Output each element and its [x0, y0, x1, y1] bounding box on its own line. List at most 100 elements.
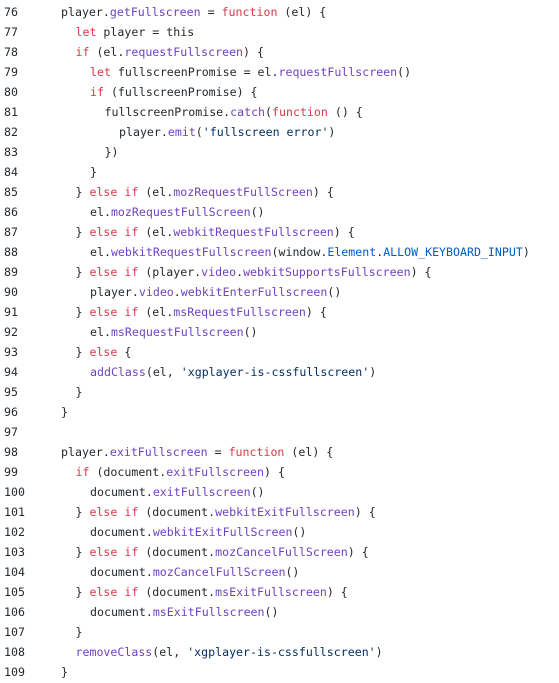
code-content: document.mozCancelFullScreen(): [90, 562, 299, 582]
code-token: 'xgplayer-is-cssfullscreen': [180, 365, 370, 379]
code-line: 97: [0, 422, 559, 442]
code-token: document.: [90, 565, 153, 579]
code-token: (): [264, 605, 279, 619]
line-number: 86: [4, 205, 18, 219]
code-line: 95}: [0, 382, 559, 402]
code-token: emit: [167, 125, 196, 139]
code-token: requestFullscreen: [278, 65, 398, 79]
line-number: 95: [4, 385, 18, 399]
code-token: () {: [327, 105, 363, 119]
code-token: }: [75, 505, 90, 519]
code-token: webkitExitFullScreen: [152, 525, 293, 539]
code-token: else if: [89, 265, 139, 279]
code-line: 100 document.exitFullscreen(): [0, 482, 559, 502]
code-token: (): [250, 205, 265, 219]
code-token: (: [195, 125, 203, 139]
code-token: else: [89, 345, 118, 359]
code-token: document.: [90, 605, 153, 619]
line-number: 108: [4, 645, 25, 659]
code-token: ) {: [347, 545, 369, 559]
code-token: }: [75, 545, 90, 559]
code-content: }: [90, 162, 97, 182]
code-token: }: [61, 665, 68, 679]
code-line: 91 } else if (el.msRequestFullscreen) {: [0, 302, 559, 322]
code-token: (window.: [271, 245, 328, 259]
code-token: player.: [61, 5, 110, 19]
code-token: function: [272, 105, 328, 119]
code-token: document.: [90, 525, 153, 539]
code-content: player.video.webkitEnterFullscreen(): [90, 282, 341, 302]
code-token: else if: [89, 585, 139, 599]
code-token: ): [522, 245, 530, 259]
code-content: } else if (el.mozRequestFullScreen) {: [76, 182, 334, 202]
code-content: let player = this: [76, 22, 195, 42]
code-content: } else if (el.webkitRequestFullscreen) {: [76, 222, 355, 242]
code-line: 83}): [0, 142, 559, 162]
code-token: .: [236, 265, 244, 279]
line-number: 103: [4, 545, 25, 559]
code-line: 96}: [0, 402, 559, 422]
code-content: let fullscreenPromise = el.requestFullsc…: [90, 62, 411, 82]
code-content: }: [76, 382, 83, 402]
code-token: {: [117, 345, 132, 359]
line-number: 78: [4, 45, 18, 59]
code-token: exitFullscreen: [166, 465, 264, 479]
code-content: }: [61, 402, 68, 422]
code-token: else if: [89, 305, 139, 319]
code-content: player.exitFullscreen = function (el) {: [61, 442, 333, 462]
code-token: player.: [90, 285, 139, 299]
code-token: (el.: [138, 305, 174, 319]
code-token: 'fullscreen error': [202, 125, 329, 139]
code-content: document.exitFullscreen(): [90, 482, 265, 502]
code-token: (): [285, 565, 300, 579]
code-token: (document.: [138, 585, 216, 599]
code-token: function: [221, 5, 278, 19]
line-number: 109: [4, 665, 25, 679]
line-number: 87: [4, 225, 18, 239]
code-token: webkitRequestFullscreen: [110, 245, 272, 259]
code-content: } else {: [76, 342, 132, 362]
code-token: Element: [327, 245, 377, 259]
line-number: 100: [4, 485, 25, 499]
code-content: }: [76, 622, 83, 642]
line-number: 91: [4, 305, 18, 319]
code-content: } else if (el.msRequestFullscreen) {: [76, 302, 327, 322]
code-token: el.: [90, 245, 111, 259]
code-token: addClass: [90, 365, 146, 379]
code-token: (fullscreenPromise) {: [103, 85, 258, 99]
code-token: }: [75, 305, 90, 319]
code-token: }: [75, 585, 90, 599]
code-content: fullscreenPromise.catch(function () {: [105, 102, 363, 122]
code-token: ): [369, 365, 377, 379]
code-token: ) {: [410, 265, 432, 279]
code-content: } else if (document.mozCancelFullScreen)…: [76, 542, 369, 562]
code-content: if (document.exitFullscreen) {: [76, 462, 285, 482]
code-token: =: [200, 5, 222, 19]
code-token: webkitRequestFullscreen: [173, 225, 334, 239]
code-token: (: [265, 105, 273, 119]
code-token: ) {: [263, 465, 285, 479]
code-content: } else if (document.webkitExitFullscreen…: [76, 502, 376, 522]
line-number: 92: [4, 325, 18, 339]
code-token: mozCancelFullScreen: [215, 545, 348, 559]
code-token: }: [90, 165, 97, 179]
line-number: 79: [4, 65, 18, 79]
code-token: (document.: [138, 505, 216, 519]
code-token: 'xgplayer-is-cssfullscreen': [187, 645, 376, 659]
code-token: (): [292, 525, 307, 539]
code-content: removeClass(el, 'xgplayer-is-cssfullscre…: [76, 642, 383, 662]
code-token: }: [75, 185, 90, 199]
line-number: 80: [4, 85, 18, 99]
code-token: ) {: [305, 305, 327, 319]
line-number: 101: [4, 505, 25, 519]
code-token: (el.: [138, 185, 174, 199]
code-token: msRequestFullscreen: [110, 325, 244, 339]
line-number: 88: [4, 245, 18, 259]
